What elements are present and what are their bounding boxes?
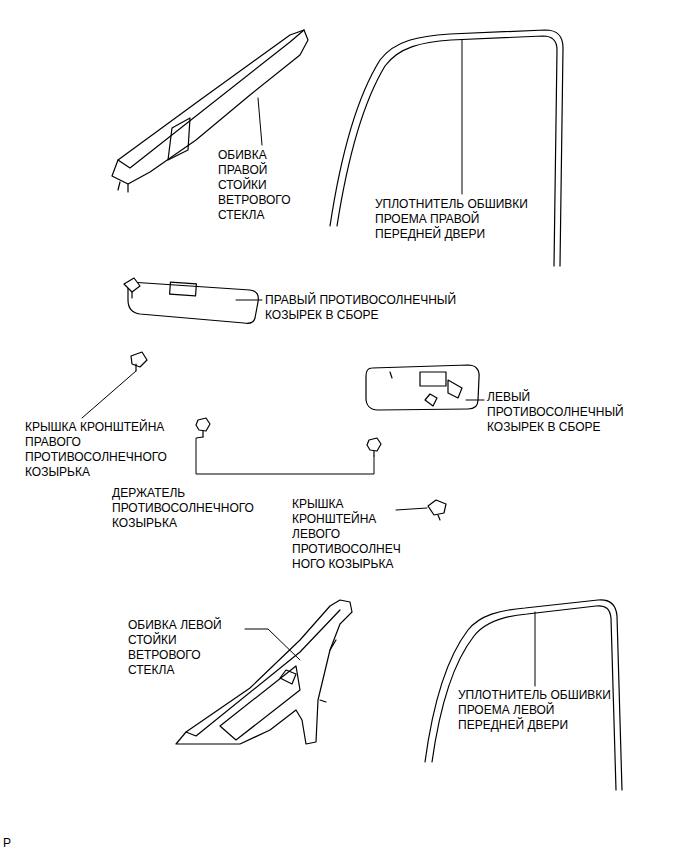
left-door-weatherstrip bbox=[425, 600, 622, 790]
part-label: ДЕРЖАТЕЛЬ ПРОТИВОСОЛНЕЧНОГО КОЗЫРЬКА bbox=[112, 486, 272, 531]
part-label: КРЫШКА КРОНШТЕЙНА ПРАВОГО ПРОТИВОСОЛНЕЧН… bbox=[25, 420, 175, 480]
part-label: ПРАВЫЙ ПРОТИВОСОЛНЕЧНЫЙ КОЗЫРЕК В СБОРЕ bbox=[265, 293, 480, 323]
left-sun-visor bbox=[366, 365, 479, 410]
part-label: УПЛОТНИТЕЛЬ ОБШИВКИ ПРОЕМА ПРАВОЙ ПЕРЕДН… bbox=[375, 197, 535, 242]
figure-code: P bbox=[3, 836, 23, 851]
part-label: КРЫШКА КРОНШТЕЙНА ЛЕВОГО ПРОТИВОСОЛНЕЧНО… bbox=[292, 497, 404, 572]
part-label: УПЛОТНИТЕЛЬ ОБШИВКИ ПРОЕМА ЛЕВОЙ ПЕРЕДНЕ… bbox=[458, 688, 623, 733]
part-label: ЛЕВЫЙ ПРОТИВОСОЛНЕЧНЫЙ КОЗЫРЕК В СБОРЕ bbox=[487, 390, 652, 435]
part-label: ОБИВКА ПРАВОЙ СТОЙКИ ВЕТРОВОГО СТЕКЛА bbox=[218, 148, 298, 223]
right-door-weatherstrip bbox=[330, 30, 563, 266]
visor-holder bbox=[196, 418, 381, 456]
right-pillar-garnish bbox=[112, 30, 308, 192]
part-label: ОБИВКА ЛЕВОЙ СТОЙКИ ВЕТРОВОГО СТЕКЛА bbox=[128, 618, 228, 678]
right-sun-visor bbox=[124, 278, 258, 323]
visor-bracket-cover-left bbox=[428, 500, 446, 520]
leader-lines bbox=[82, 40, 535, 686]
visor-bracket-cover-right bbox=[131, 352, 147, 371]
